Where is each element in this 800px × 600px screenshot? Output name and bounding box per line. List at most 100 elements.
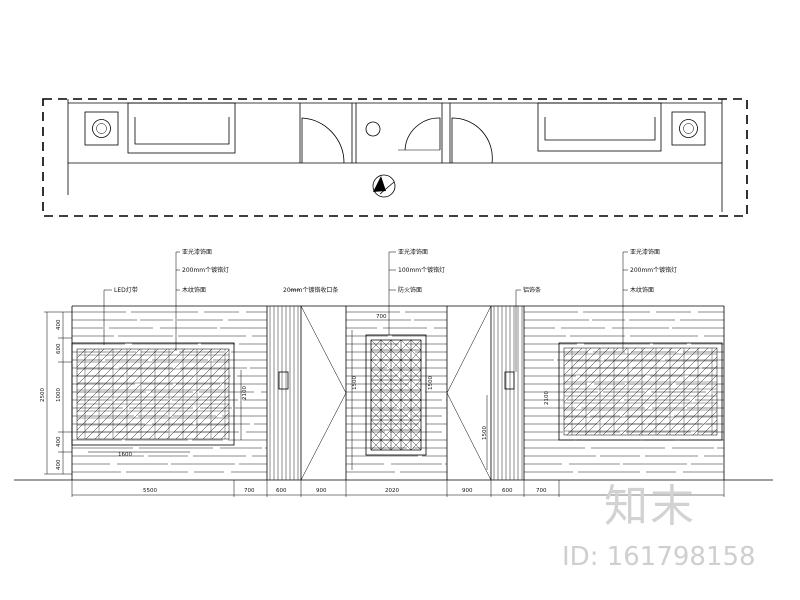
door-opening-left <box>300 305 347 481</box>
hatch-line <box>370 399 382 411</box>
hatch-line <box>139 349 230 440</box>
plan-small-fixture <box>365 121 381 137</box>
dim-inner-2: 1500 <box>352 376 358 390</box>
hatch-line <box>563 347 646 430</box>
hatch-line <box>390 419 402 431</box>
dim-bottom-2: 700 <box>244 488 255 494</box>
hatch-line <box>380 409 392 421</box>
hatch-line <box>410 429 422 441</box>
hatch-line <box>410 399 422 411</box>
hatch-line <box>380 429 392 441</box>
hatch-line <box>674 392 718 436</box>
dimension-left <box>44 311 72 475</box>
hatch-line <box>148 358 230 440</box>
hatch-line <box>563 347 601 385</box>
hatch-line <box>400 399 412 411</box>
hatch-line <box>380 419 392 431</box>
hatch-line <box>563 347 574 358</box>
dim-bottom-3: 600 <box>276 488 287 494</box>
plan-fixture-right <box>671 111 706 146</box>
dim-left-total: 2500 <box>40 388 46 402</box>
vertical-fluted-strip-right <box>493 306 523 480</box>
hatch-line <box>410 439 422 451</box>
dim-inner-4: 2100 <box>544 391 550 405</box>
callout-center-2: 100mm个镀铬灯 <box>398 266 445 274</box>
hatch-line <box>380 369 392 381</box>
hatch-line <box>390 349 402 361</box>
hatch-line <box>370 429 382 441</box>
hatch-line <box>193 403 230 440</box>
dim-bottom-5: 2020 <box>385 488 399 494</box>
elevation-marker-icon <box>372 174 396 198</box>
hatch-line <box>410 389 422 401</box>
hatch-line <box>593 347 682 436</box>
hatch-line <box>400 429 412 441</box>
hatch-line <box>400 419 412 431</box>
hatch-line <box>400 359 412 371</box>
watermark-logo: 知末 <box>604 481 696 532</box>
hatch-line <box>211 421 230 440</box>
wood-grain-left <box>72 311 267 473</box>
hatch-line <box>390 429 402 441</box>
hatch-line <box>400 409 412 421</box>
hatch-line <box>563 347 583 367</box>
wood-grain-center <box>346 311 447 473</box>
plan-door-center <box>404 117 441 151</box>
callout-led: LED灯带 <box>114 286 138 294</box>
hatch-line <box>629 347 718 436</box>
elevation: 亚光漆饰面 200mm个镀铬灯 木纹饰面 LED灯带 20mm个镀铬收口条 亚光… <box>14 248 773 497</box>
hatch-line <box>370 439 382 451</box>
dim-left-4: 400 <box>56 436 62 447</box>
door-opening-right <box>446 305 492 481</box>
hatch-line <box>380 379 392 391</box>
leader-lines <box>103 251 628 372</box>
hatch-line <box>563 347 592 376</box>
wood-grain-right <box>524 311 724 473</box>
callout-right-1: 亚光漆饰面 <box>630 248 660 256</box>
hatch-line <box>390 409 402 421</box>
dimension-bottom <box>71 480 725 497</box>
hatch-line <box>602 347 691 436</box>
hatch-line <box>566 347 655 436</box>
mirror-hatch-left <box>76 348 230 440</box>
hatch-line <box>390 359 402 371</box>
hatch-line <box>665 383 718 436</box>
hatch-line <box>157 367 230 440</box>
hatch-line <box>611 347 700 436</box>
hatch-line <box>76 348 123 395</box>
hatch-line <box>400 439 412 451</box>
hatch-line <box>94 348 186 440</box>
hatch-line <box>400 349 412 361</box>
hatch-line <box>584 347 673 436</box>
hatch-line <box>103 348 195 440</box>
hatch-line <box>76 348 114 386</box>
hatch-line <box>410 359 422 371</box>
hatch-line <box>76 348 159 431</box>
hatch-line <box>76 348 96 368</box>
dim-bottom-4: 900 <box>316 488 327 494</box>
hatch-line <box>85 348 177 440</box>
hatch-line <box>701 419 718 436</box>
hatch-line <box>683 401 718 436</box>
hatch-line <box>370 359 382 371</box>
hatch-line <box>175 385 230 440</box>
plan-door-left <box>301 117 345 164</box>
plan-door-right <box>451 117 493 164</box>
dim-inner-5: 1500 <box>482 426 488 440</box>
hatch-line <box>390 379 402 391</box>
plan-counter-inner <box>134 117 230 145</box>
plan-counter-left <box>127 102 236 154</box>
hatch-line <box>620 347 709 436</box>
hatch-line <box>370 389 382 401</box>
dim-inner-6: 1600 <box>118 452 132 458</box>
dim-bottom-6: 900 <box>462 488 473 494</box>
dim-inner-7: 700 <box>376 314 387 320</box>
plan-fixture-circle <box>92 119 111 138</box>
hatch-line <box>647 365 718 436</box>
hatch-line <box>400 379 412 391</box>
mirror-left <box>71 342 235 446</box>
dim-bottom-7: 600 <box>502 488 513 494</box>
plan-counter-right <box>537 102 662 152</box>
callout-right-2: 200mm个镀铬灯 <box>630 266 677 274</box>
